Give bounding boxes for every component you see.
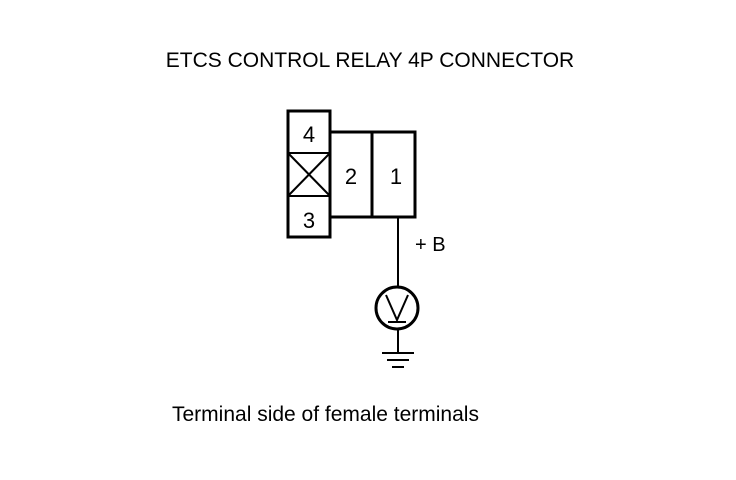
ground-icon <box>382 352 414 368</box>
voltmeter-icon <box>374 285 420 331</box>
terminal-4-label: 4 <box>303 122 315 147</box>
terminal-2-label: 2 <box>345 164 357 189</box>
diagram-caption: Terminal side of female terminals <box>172 403 479 426</box>
connector-dividers <box>288 132 374 217</box>
terminal-1-label: 1 <box>390 164 402 189</box>
x-mark-icon <box>287 152 331 197</box>
diagram-title: ETCS CONTROL RELAY 4P CONNECTOR <box>165 49 575 72</box>
terminal-3-label: 3 <box>303 208 315 233</box>
plus-b-label: + B <box>415 234 446 256</box>
